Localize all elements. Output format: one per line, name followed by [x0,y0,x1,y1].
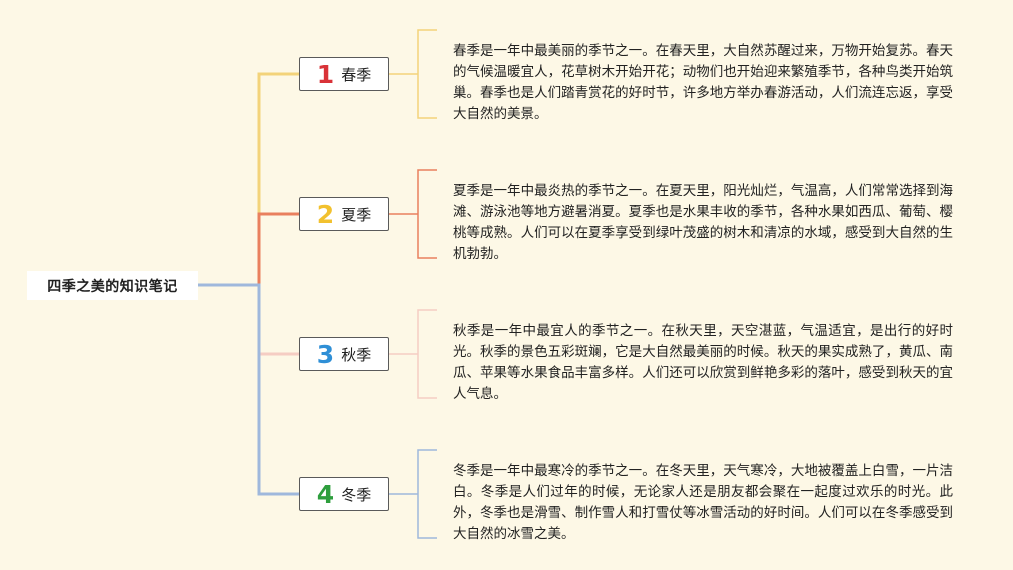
description-summer: 夏季是一年中最炎热的季节之一。在夏天里，阳光灿烂，气温高，人们常常选择到海滩、游… [453,183,953,262]
bracket-summer [417,169,437,259]
bracket-spring [417,29,437,119]
bracket-winter [417,449,437,539]
number-four-icon: 4 [316,479,335,509]
branch-line-autumn [198,283,299,356]
branch-line-winter [198,283,299,496]
description-spring: 春季是一年中最美丽的季节之一。在春天里，大自然苏醒过来，万物开始复苏。春天的气候… [453,43,953,122]
root-topic[interactable]: 四季之美的知识笔记 [27,271,198,300]
topic-label-autumn: 秋季 [341,345,372,364]
topic-node-autumn[interactable]: 3 秋季 [299,337,389,371]
branch-line-summer [198,212,299,287]
topic-label-spring: 春季 [341,65,372,84]
description-winter: 冬季是一年中最寒冷的季节之一。在冬天里，天气寒冷，大地被覆盖上白雪，一片洁白。冬… [453,463,953,542]
bracket-autumn [417,309,437,399]
number-three-icon: 3 [316,339,335,369]
number-two-icon: 2 [316,199,335,229]
branch-line-spring [198,72,299,287]
topic-node-summer[interactable]: 2 夏季 [299,197,389,231]
description-autumn: 秋季是一年中最宜人的季节之一。在秋天里，天空湛蓝，气温适宜，是出行的好时光。秋季… [453,323,953,402]
root-topic-label: 四季之美的知识笔记 [47,278,178,295]
number-one-icon: 1 [316,59,335,89]
topic-label-summer: 夏季 [341,205,372,224]
topic-node-spring[interactable]: 1 春季 [299,57,389,91]
topic-label-winter: 冬季 [341,485,372,504]
topic-node-winter[interactable]: 4 冬季 [299,477,389,511]
